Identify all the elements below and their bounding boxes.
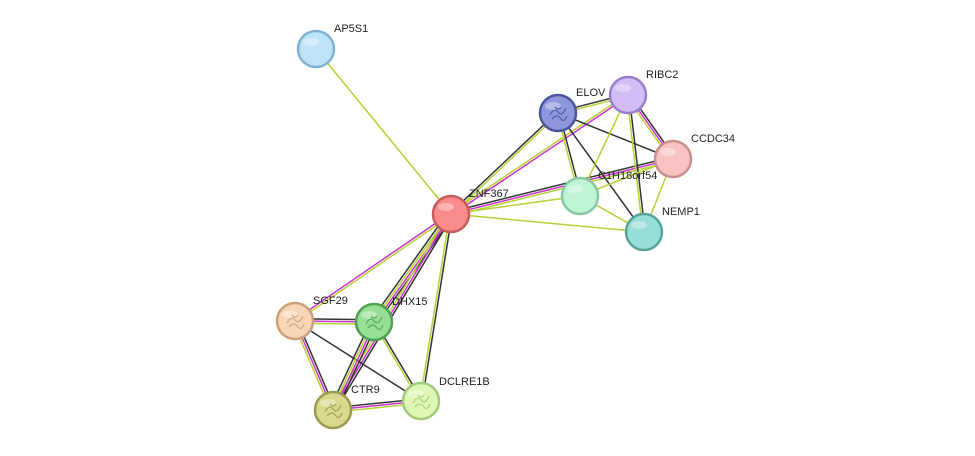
node-ctr9[interactable] — [313, 390, 353, 430]
edge-channel — [628, 94, 646, 232]
node-label-ccdc34: CCDC34 — [691, 133, 735, 145]
node-circle[interactable] — [608, 75, 648, 115]
node-label-sgf29: SGF29 — [313, 295, 348, 307]
edge-ZNF367-ELOV — [449, 111, 560, 216]
node-label-ctr9: CTR9 — [351, 384, 380, 396]
node-dhx15[interactable] — [354, 302, 394, 342]
node-highlight — [545, 102, 561, 110]
node-highlight — [282, 310, 298, 318]
node-c1h18orf54[interactable] — [560, 176, 600, 216]
node-label-znf367: ZNF367 — [469, 188, 509, 200]
edge-ELOV-CCDC34 — [557, 112, 674, 160]
node-dclre1b[interactable] — [401, 381, 441, 421]
edge-channel — [557, 112, 645, 233]
node-highlight — [408, 390, 424, 398]
edge-AP5S1-ZNF367 — [315, 48, 452, 215]
edge-ELOV-NEMP1 — [557, 112, 645, 233]
node-ccdc34[interactable] — [653, 139, 693, 179]
node-highlight — [567, 185, 583, 193]
edge-channel — [557, 112, 674, 160]
node-circle[interactable] — [296, 29, 336, 69]
node-highlight — [615, 84, 631, 92]
node-sgf29[interactable] — [275, 301, 315, 341]
node-circle[interactable] — [560, 176, 600, 216]
node-label-nemp1: NEMP1 — [662, 206, 700, 218]
node-circle[interactable] — [354, 302, 394, 342]
edge-ZNF367-NEMP1 — [450, 213, 645, 233]
edge-RIBC2-NEMP1 — [626, 94, 646, 233]
edge-SGF29-DCLRE1B — [294, 320, 422, 402]
edge-channel — [449, 93, 628, 214]
protein-structure-icon — [324, 403, 343, 419]
node-ap5s1[interactable] — [296, 29, 336, 69]
node-label-c1h18orf54: C1H18orf54 — [598, 170, 657, 182]
protein-structure-icon — [286, 314, 305, 330]
edge-channel — [451, 113, 560, 216]
protein-structure-icon — [412, 394, 431, 410]
node-highlight — [320, 399, 336, 407]
node-highlight — [660, 148, 676, 156]
edge-channel — [294, 320, 422, 402]
node-znf367[interactable] — [431, 194, 471, 234]
edge-ZNF367-DCLRE1B — [419, 213, 453, 402]
node-highlight — [631, 221, 647, 229]
edge-channel — [450, 195, 581, 215]
edge-channel — [421, 214, 453, 402]
node-circle[interactable] — [653, 139, 693, 179]
node-elov[interactable] — [538, 93, 578, 133]
node-circle[interactable] — [431, 194, 471, 234]
edge-channel — [626, 95, 644, 233]
node-highlight — [438, 203, 454, 211]
edge-channel — [293, 212, 451, 321]
protein-structure-icon — [365, 315, 384, 331]
node-highlight — [361, 311, 377, 319]
node-label-ribc2: RIBC2 — [646, 69, 678, 81]
node-circle[interactable] — [313, 390, 353, 430]
node-label-elov: ELOV — [576, 87, 606, 99]
node-label-dhx15: DHX15 — [392, 296, 427, 308]
node-label-dclre1b: DCLRE1B — [439, 376, 490, 388]
edge-channel — [419, 213, 451, 401]
edge-ZNF367-RIBC2 — [449, 93, 630, 216]
node-label-ap5s1: AP5S1 — [334, 23, 368, 35]
protein-structure-icon — [549, 106, 568, 122]
node-nemp1[interactable] — [624, 212, 664, 252]
edge-ZNF367-C1H18orf54 — [450, 195, 581, 215]
edge-channel — [370, 211, 449, 321]
node-circle[interactable] — [624, 212, 664, 252]
node-highlight — [303, 38, 319, 46]
edge-channel — [451, 95, 630, 216]
node-layer — [275, 29, 693, 430]
edge-channel — [450, 213, 645, 233]
node-circle[interactable] — [275, 301, 315, 341]
edge-channel — [315, 48, 452, 215]
edge-ZNF367-SGF29 — [293, 212, 453, 323]
node-circle[interactable] — [401, 381, 441, 421]
edge-channel — [334, 214, 454, 412]
node-ribc2[interactable] — [608, 75, 648, 115]
edge-channel — [449, 111, 558, 214]
node-circle[interactable] — [538, 93, 578, 133]
edge-channel — [295, 214, 453, 323]
